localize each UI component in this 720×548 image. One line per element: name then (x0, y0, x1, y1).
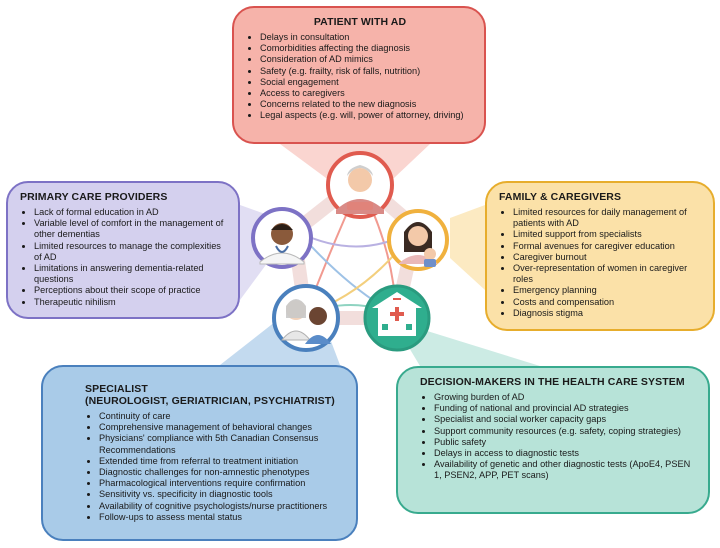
list-item: Legal aspects (e.g. will, power of attor… (260, 110, 474, 121)
list-item: Funding of national and provincial AD st… (434, 403, 698, 414)
patient-title: PATIENT WITH AD (313, 16, 407, 28)
decision-makers-box: DECISION-MAKERS IN THE HEALTH CARE SYSTE… (396, 366, 710, 514)
list-item: Emergency planning (513, 285, 703, 296)
hospital-icon (363, 284, 431, 352)
list-item: Public safety (434, 437, 698, 448)
list-item: Pharmacological interventions require co… (99, 478, 346, 489)
family-caregivers-box: FAMILY & CAREGIVERS Limited resources fo… (485, 181, 715, 331)
list-item: Social engagement (260, 77, 474, 88)
patient-list: Delays in consultation Comorbidities aff… (246, 32, 474, 122)
list-item: Lack of formal education in AD (34, 207, 228, 218)
list-item: Costs and compensation (513, 297, 703, 308)
list-item: Sensitivity vs. specificity in diagnosti… (99, 489, 346, 500)
list-item: Delays in consultation (260, 32, 474, 43)
list-item: Over-representation of women in caregive… (513, 263, 703, 285)
list-item: Comprehensive management of behavioral c… (99, 422, 346, 433)
caregiver-mother-child-icon (387, 209, 449, 271)
list-item: Availability of genetic and other diagno… (434, 459, 698, 481)
decision-list: Growing burden of AD Funding of national… (410, 392, 698, 482)
list-item: Extended time from referral to treatment… (99, 456, 346, 467)
list-item: Availability of cognitive psychologists/… (99, 501, 346, 512)
list-item: Physicians' compliance with 5th Canadian… (99, 433, 346, 455)
family-title: FAMILY & CAREGIVERS (499, 191, 622, 203)
list-item: Limited resources to manage the complexi… (34, 241, 228, 263)
list-item: Perceptions about their scope of practic… (34, 285, 228, 296)
decision-title: DECISION-MAKERS IN THE HEALTH CARE SYSTE… (420, 376, 685, 388)
list-item: Specialist and social worker capacity ga… (434, 414, 698, 425)
list-item: Variable level of comfort in the managem… (34, 218, 228, 240)
patient-with-ad-box: PATIENT WITH AD Delays in consultation C… (232, 6, 486, 144)
specialist-title-text: SPECIALIST (85, 383, 148, 395)
list-item: Comorbidities affecting the diagnosis (260, 43, 474, 54)
primary-care-title: PRIMARY CARE PROVIDERS (20, 191, 168, 203)
primary-care-providers-box: PRIMARY CARE PROVIDERS Lack of formal ed… (6, 181, 240, 319)
list-item: Consideration of AD mimics (260, 54, 474, 65)
specialist-box: SPECIALIST (NEUROLOGIST, GERIATRICIAN, P… (41, 365, 358, 541)
family-connector (450, 205, 485, 290)
list-item: Formal avenues for caregiver education (513, 241, 703, 252)
primary-care-list: Lack of formal education in AD Variable … (20, 207, 228, 308)
list-item: Limited support from specialists (513, 229, 703, 240)
list-item: Limitations in answering dementia-relate… (34, 263, 228, 285)
decision-connector (396, 326, 540, 366)
list-item: Follow-ups to assess mental status (99, 512, 346, 523)
list-item: Limited resources for daily management o… (513, 207, 703, 229)
primary-care-doctor-icon (251, 207, 313, 269)
list-item: Caregiver burnout (513, 252, 703, 263)
list-item: Growing burden of AD (434, 392, 698, 403)
list-item: Safety (e.g. frailty, risk of falls, nut… (260, 66, 474, 77)
specialist-title: SPECIALIST (NEUROLOGIST, GERIATRICIAN, P… (85, 383, 346, 407)
list-item: Support community resources (e.g. safety… (434, 426, 698, 437)
specialist-subtitle: (NEUROLOGIST, GERIATRICIAN, PSYCHIATRIST… (85, 395, 335, 407)
list-item: Delays in access to diagnostic tests (434, 448, 698, 459)
list-item: Continuity of care (99, 411, 346, 422)
list-item: Concerns related to the new diagnosis (260, 99, 474, 110)
list-item: Therapeutic nihilism (34, 297, 228, 308)
list-item: Access to caregivers (260, 88, 474, 99)
elderly-patient-icon (326, 151, 394, 219)
list-item: Diagnosis stigma (513, 308, 703, 319)
family-list: Limited resources for daily management o… (499, 207, 703, 319)
specialist-doctors-icon (272, 284, 340, 352)
specialist-list: Continuity of care Comprehensive managem… (55, 411, 346, 523)
list-item: Diagnostic challenges for non-amnestic p… (99, 467, 346, 478)
